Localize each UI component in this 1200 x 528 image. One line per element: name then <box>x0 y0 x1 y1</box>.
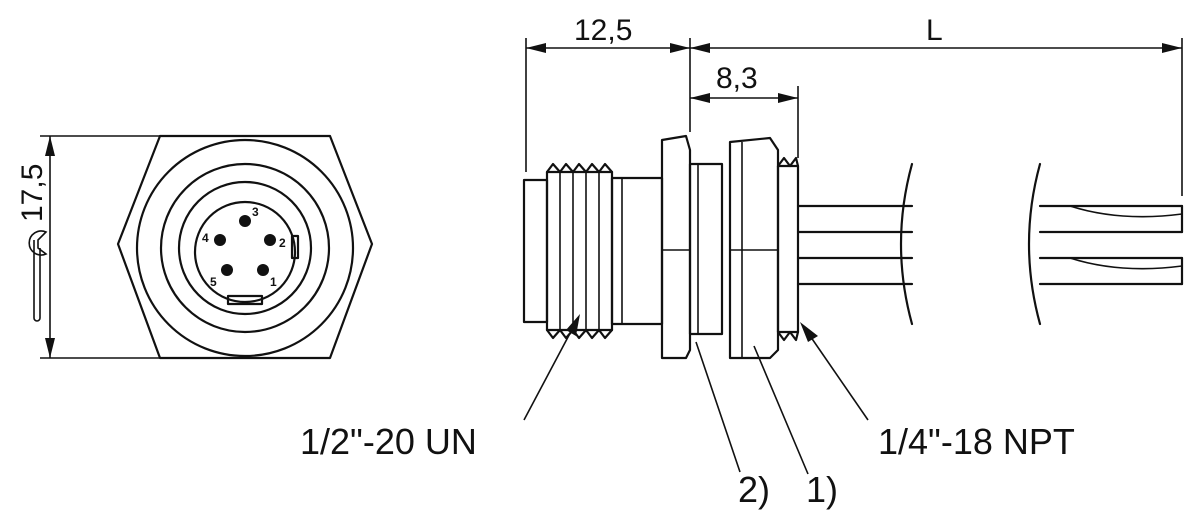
rear-thread-teeth-top <box>776 156 800 168</box>
break-mark-left <box>899 162 914 326</box>
dim-arrow-top <box>45 136 55 156</box>
front-thread-teeth-top <box>545 162 614 174</box>
wrench-icon <box>28 230 48 322</box>
leader-part-1 <box>753 345 809 475</box>
callout-front-thread: 1/2"-20 UN <box>300 421 477 462</box>
dim-arrow <box>526 43 546 53</box>
dim-across-flats: 17,5 <box>16 164 49 222</box>
hex-nut-outline <box>116 134 374 360</box>
middle-ring <box>159 162 331 334</box>
front-thread-teeth-bottom <box>545 328 614 340</box>
dim-arrow <box>690 93 710 103</box>
dim-arrow-bottom <box>45 338 55 358</box>
callout-rear-thread: 1/4"-18 NPT <box>878 421 1075 462</box>
dim-panel-thread: 8,3 <box>716 62 758 95</box>
inner-ring <box>177 180 313 316</box>
front-view: 1 2 3 4 5 17,5 <box>16 134 374 360</box>
dim-cable-length: L <box>926 14 943 47</box>
flange-nut <box>660 134 692 360</box>
dim-thread-length: 12,5 <box>574 14 632 47</box>
pin-3 <box>239 215 251 227</box>
side-view: 12,5 L 8,3 1/2"-20 UN 1/4"-18 NPT 2) 1) <box>300 14 1184 510</box>
pin-label-1: 1 <box>270 275 277 289</box>
dim-arrow <box>690 43 710 53</box>
connector-neck <box>610 176 664 326</box>
leader-front-thread <box>523 321 577 421</box>
pin-label-5: 5 <box>210 275 217 289</box>
pin-label-3: 3 <box>252 205 259 219</box>
pin-1 <box>257 264 269 276</box>
cables <box>796 162 1184 326</box>
pin-insert <box>193 200 297 304</box>
rear-thread <box>776 164 800 334</box>
dim-arrow <box>778 93 798 103</box>
rear-thread-teeth-bottom <box>776 330 800 342</box>
outer-ring <box>135 138 355 358</box>
hex-nut-1 <box>728 136 780 360</box>
leader-rear-thread <box>805 329 869 421</box>
leader-arrow <box>566 314 580 336</box>
callout-part-2: 2) <box>738 469 770 510</box>
dim-arrow <box>670 43 690 53</box>
washer-2 <box>688 162 724 336</box>
leader-part-2 <box>695 341 741 473</box>
front-thread-body <box>522 178 549 324</box>
pin-5 <box>221 264 233 276</box>
callout-part-1: 1) <box>806 469 838 510</box>
pin-label-4: 4 <box>202 231 209 245</box>
leader-arrow <box>800 322 818 342</box>
break-mark-right <box>1027 162 1042 326</box>
pin-4 <box>214 234 226 246</box>
side-key <box>290 234 300 260</box>
pin-label-2: 2 <box>279 236 286 250</box>
front-thread-outer <box>545 170 614 332</box>
dim-arrow <box>1162 43 1182 53</box>
pin-2 <box>264 234 276 246</box>
coding-key <box>226 294 264 306</box>
